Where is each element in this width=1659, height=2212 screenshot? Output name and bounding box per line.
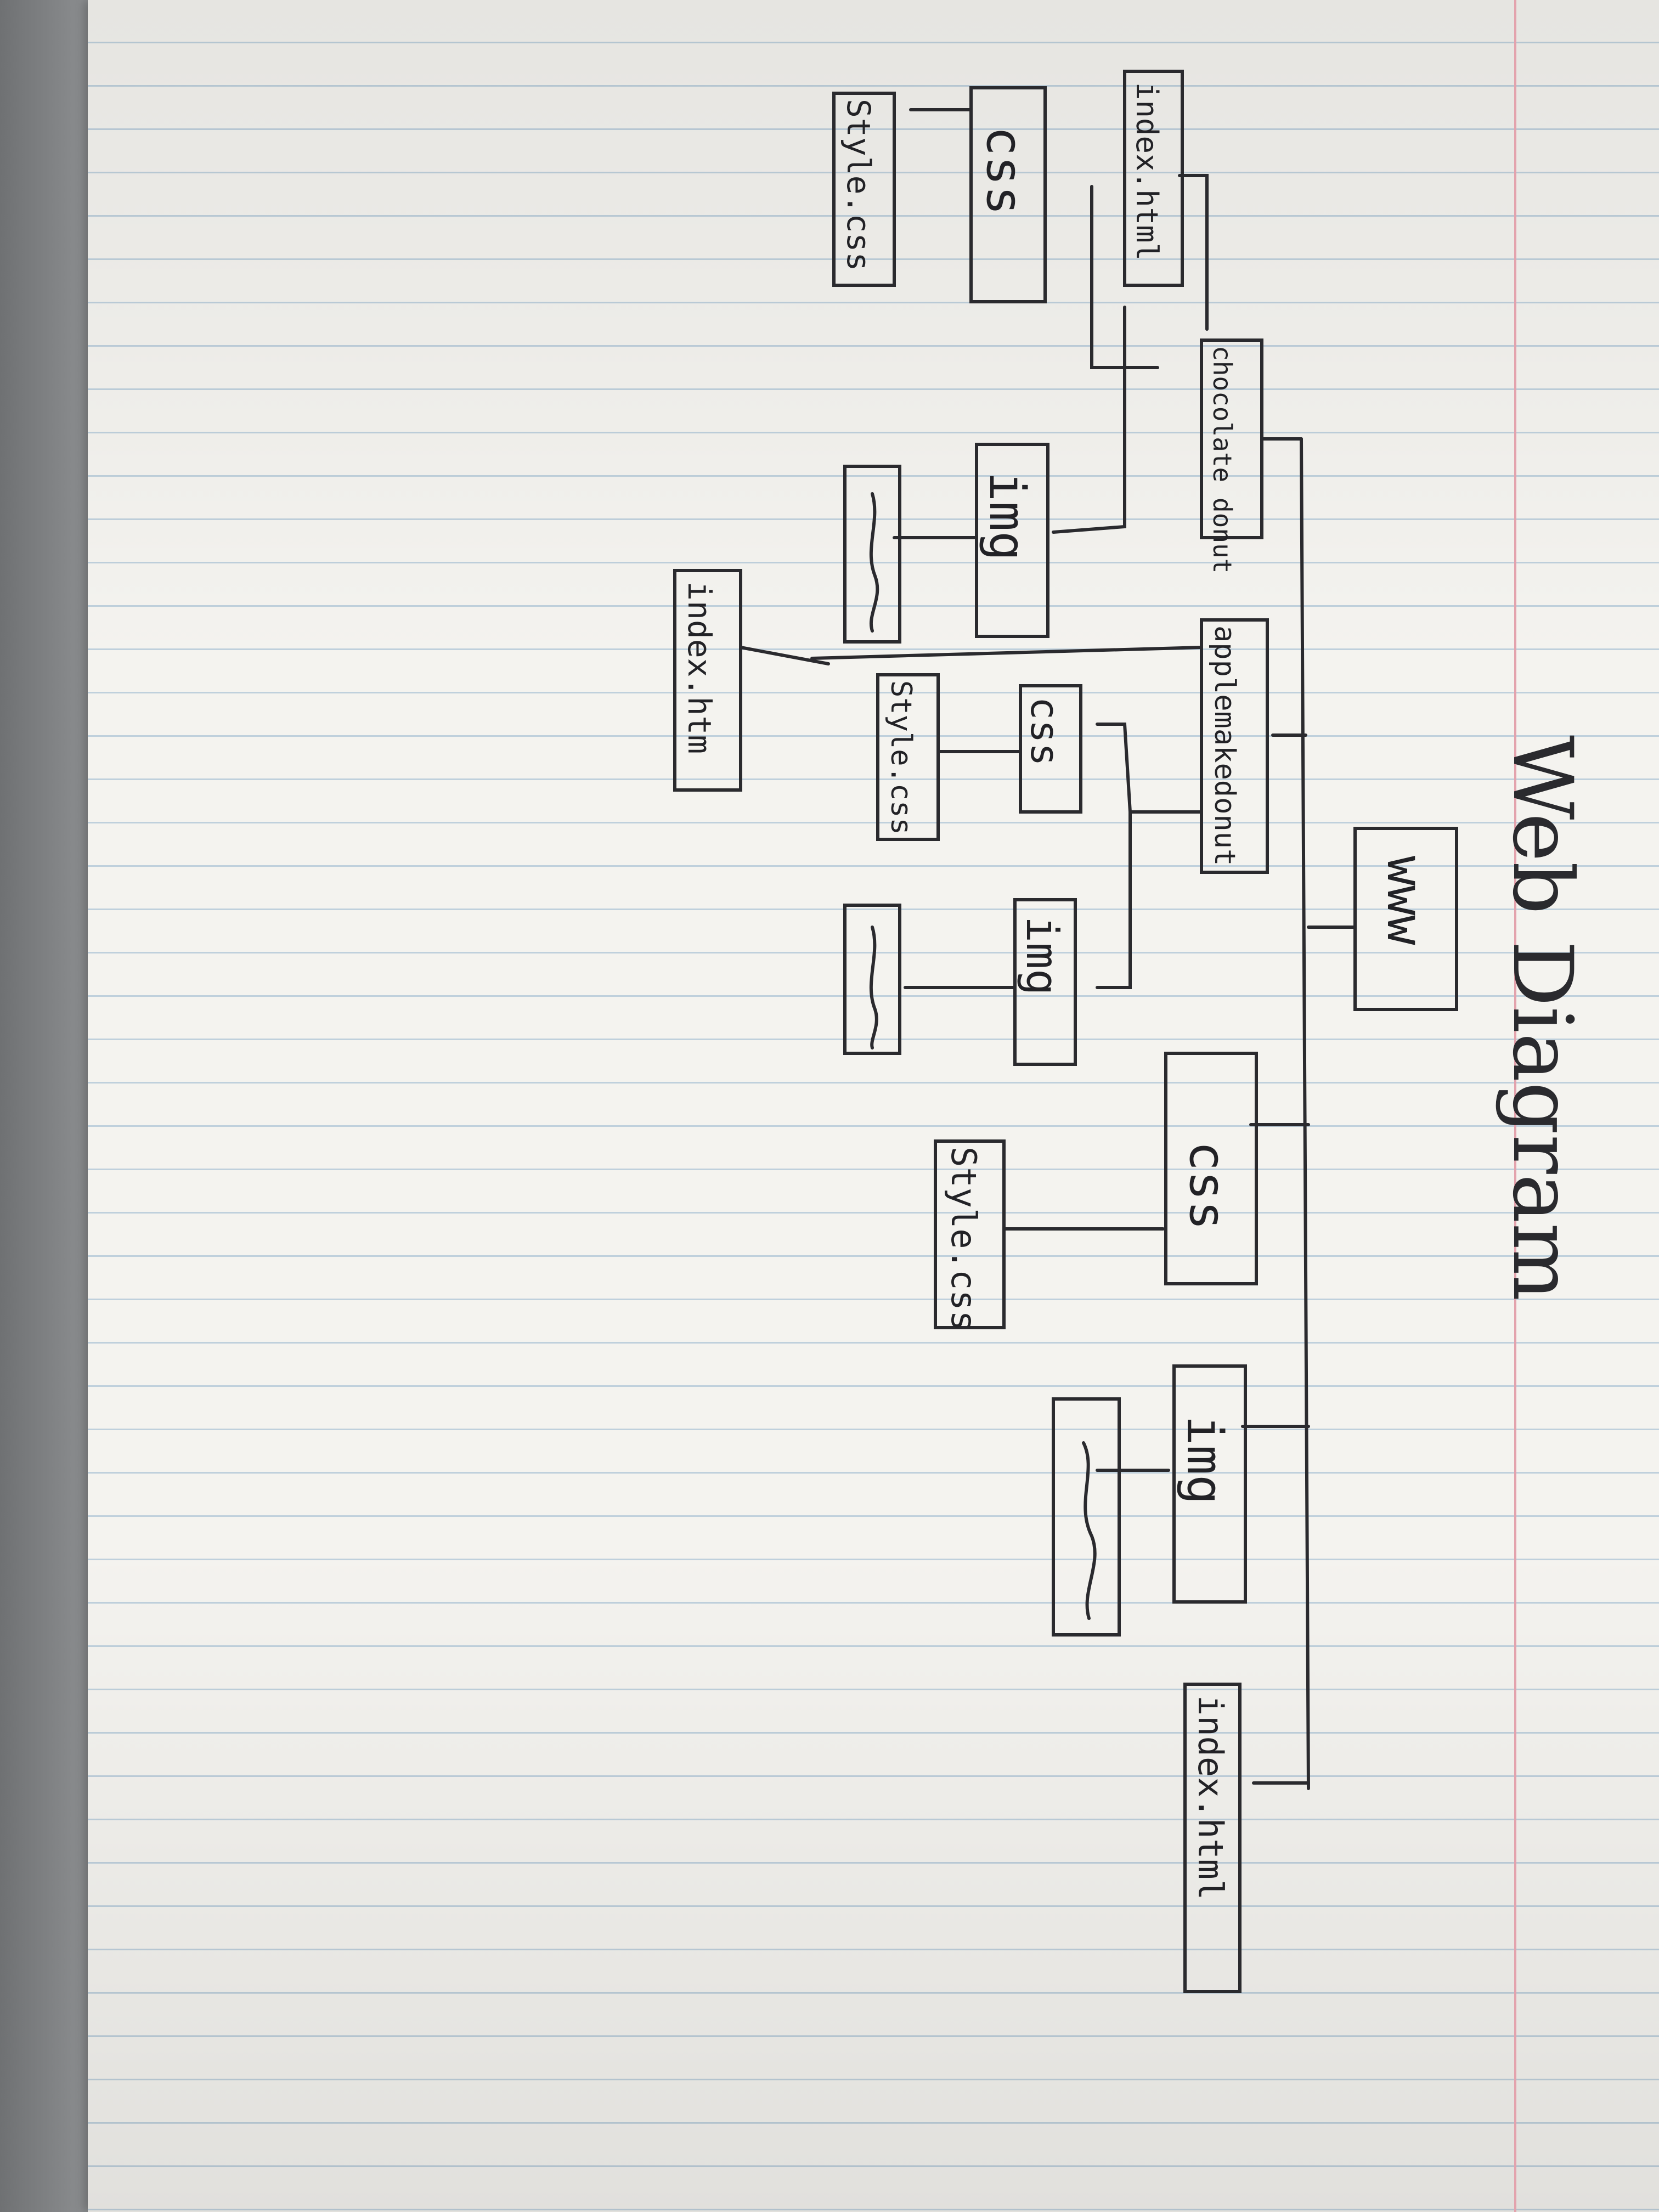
node-apple-index-label: index.htm	[681, 582, 718, 754]
notebook-paper	[88, 0, 1659, 2212]
node-root-img-content	[1052, 1397, 1121, 1637]
node-choc-css: css	[969, 86, 1047, 303]
node-root-css-label: css	[1178, 1141, 1236, 1231]
node-root-style: Style.css	[934, 1139, 1006, 1331]
node-choc-css-label: css	[975, 126, 1033, 216]
node-root-index: index.html	[1183, 1683, 1242, 1993]
paper-margin-line	[1514, 0, 1516, 2212]
wave-line-icon	[869, 492, 879, 633]
node-apple-style: Style.css	[876, 673, 940, 841]
node-www-label: www	[1376, 856, 1434, 945]
node-choc-img-label: img	[978, 472, 1036, 561]
wave-line-icon	[1082, 1441, 1097, 1620]
node-apple-index: index.htm	[673, 569, 742, 792]
node-choc-img: img	[975, 443, 1049, 638]
node-apple-style-label: Style.css	[884, 680, 917, 835]
node-www: www	[1353, 827, 1458, 1011]
wave-line-icon	[869, 926, 878, 1049]
node-root-img-label: img	[1176, 1415, 1233, 1505]
node-choc-index-label: index.html	[1130, 82, 1164, 261]
node-choc-folder: chocolate donut	[1200, 338, 1263, 573]
node-apple-css: css	[1019, 684, 1082, 814]
node-root-css: css	[1164, 1052, 1258, 1285]
connector-lines	[739, 108, 1357, 1790]
node-choc-img-content	[843, 465, 901, 644]
node-apple-folder: applemakedonut	[1200, 618, 1269, 874]
diagram-title: Web Diagram	[1494, 735, 1590, 1301]
node-choc-folder-label: chocolate donut	[1207, 346, 1237, 573]
node-apple-css-label: css	[1022, 697, 1067, 766]
node-root-style-label: Style.css	[944, 1147, 984, 1331]
node-apple-img: img	[1013, 898, 1077, 1066]
node-apple-img-content	[843, 904, 901, 1055]
node-root-index-label: index.html	[1190, 1695, 1231, 1900]
node-choc-index: index.html	[1123, 70, 1184, 287]
node-choc-style: Style.css	[832, 92, 896, 287]
node-choc-style-label: Style.css	[840, 99, 877, 271]
node-apple-folder-label: applemakedonut	[1208, 625, 1241, 866]
node-apple-img-label: img	[1017, 916, 1068, 996]
node-root-img: img	[1172, 1364, 1247, 1604]
